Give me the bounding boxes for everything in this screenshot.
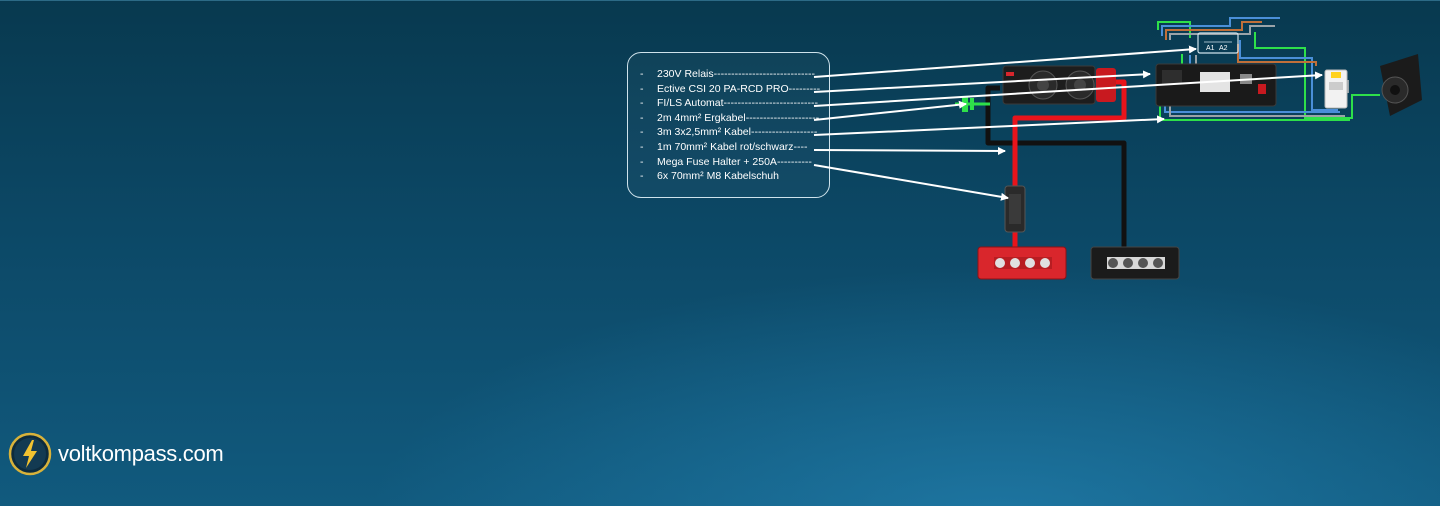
- legend-bullet: -: [640, 68, 644, 80]
- negative-cable: [985, 85, 1127, 258]
- brown-wire-right: [1237, 44, 1317, 66]
- legend-list: -230V Relais----------------------------…: [640, 67, 820, 184]
- lightning-compass-icon: [8, 432, 52, 476]
- arrow-earth-cable: [813, 100, 967, 121]
- legend-item: -Ective CSI 20 PA-RCD PRO---------: [640, 82, 821, 95]
- legend-item: -6x 70mm² M8 Kabelschuh: [640, 170, 779, 183]
- blue-wire-top: [1161, 17, 1280, 36]
- battery-cables: [985, 79, 1127, 258]
- rcbo-breaker: [1324, 69, 1348, 109]
- legend-box: [627, 52, 830, 198]
- inverter-ective: [1002, 65, 1116, 105]
- legend-bullet: -: [640, 170, 644, 183]
- legend-item: -Mega Fuse Halter + 250A----------: [640, 155, 812, 168]
- green-wire-right: [1254, 32, 1380, 119]
- legend-item: -3m 3x2,5mm² Kabel-------------------: [640, 126, 818, 139]
- positive-cable: [1012, 79, 1127, 258]
- top-border: [0, 0, 1440, 1]
- legend-bullet: -: [640, 97, 644, 110]
- brand-name: voltkompass.com: [58, 441, 224, 466]
- relay: A1 A2: [1197, 32, 1239, 54]
- legend-bullet: -: [640, 82, 644, 95]
- busbar-negative: [1090, 246, 1180, 280]
- arrow-inverter: [813, 70, 1151, 93]
- relay-label-a2: A2: [1219, 45, 1228, 52]
- pointer-arrows: [813, 45, 1323, 201]
- legend-bullet: -: [640, 126, 644, 139]
- arrow-rcbo: [813, 71, 1323, 107]
- blue-wire-right: [1239, 40, 1338, 111]
- mega-fuse-holder: [1004, 185, 1026, 233]
- cee-socket: [1380, 54, 1422, 116]
- legend-item: -230V Relais----------------------------…: [640, 68, 816, 80]
- legend-bullet: -: [640, 155, 644, 168]
- legend-item: -2m 4mm² Ergkabel---------------------: [640, 111, 820, 124]
- grey-wire-top: [1169, 25, 1275, 40]
- busbar-positive: [977, 246, 1067, 280]
- brand[interactable]: voltkompass.com: [8, 431, 224, 477]
- arrow-battery-cable: [813, 146, 1006, 155]
- arrow-mega-fuse: [813, 164, 1009, 201]
- arrow-relay: [813, 45, 1197, 78]
- legend-bullet: -: [640, 140, 644, 153]
- legend-bullet: -: [640, 111, 644, 124]
- legend-item: -FI/LS Automat--------------------------…: [640, 97, 818, 110]
- relay-label-a1: A1: [1206, 45, 1215, 52]
- arrow-ac-cable: [813, 115, 1165, 136]
- legend-item: -1m 70mm² Kabel rot/schwarz----: [640, 140, 808, 153]
- brown-wire-top: [1165, 21, 1262, 40]
